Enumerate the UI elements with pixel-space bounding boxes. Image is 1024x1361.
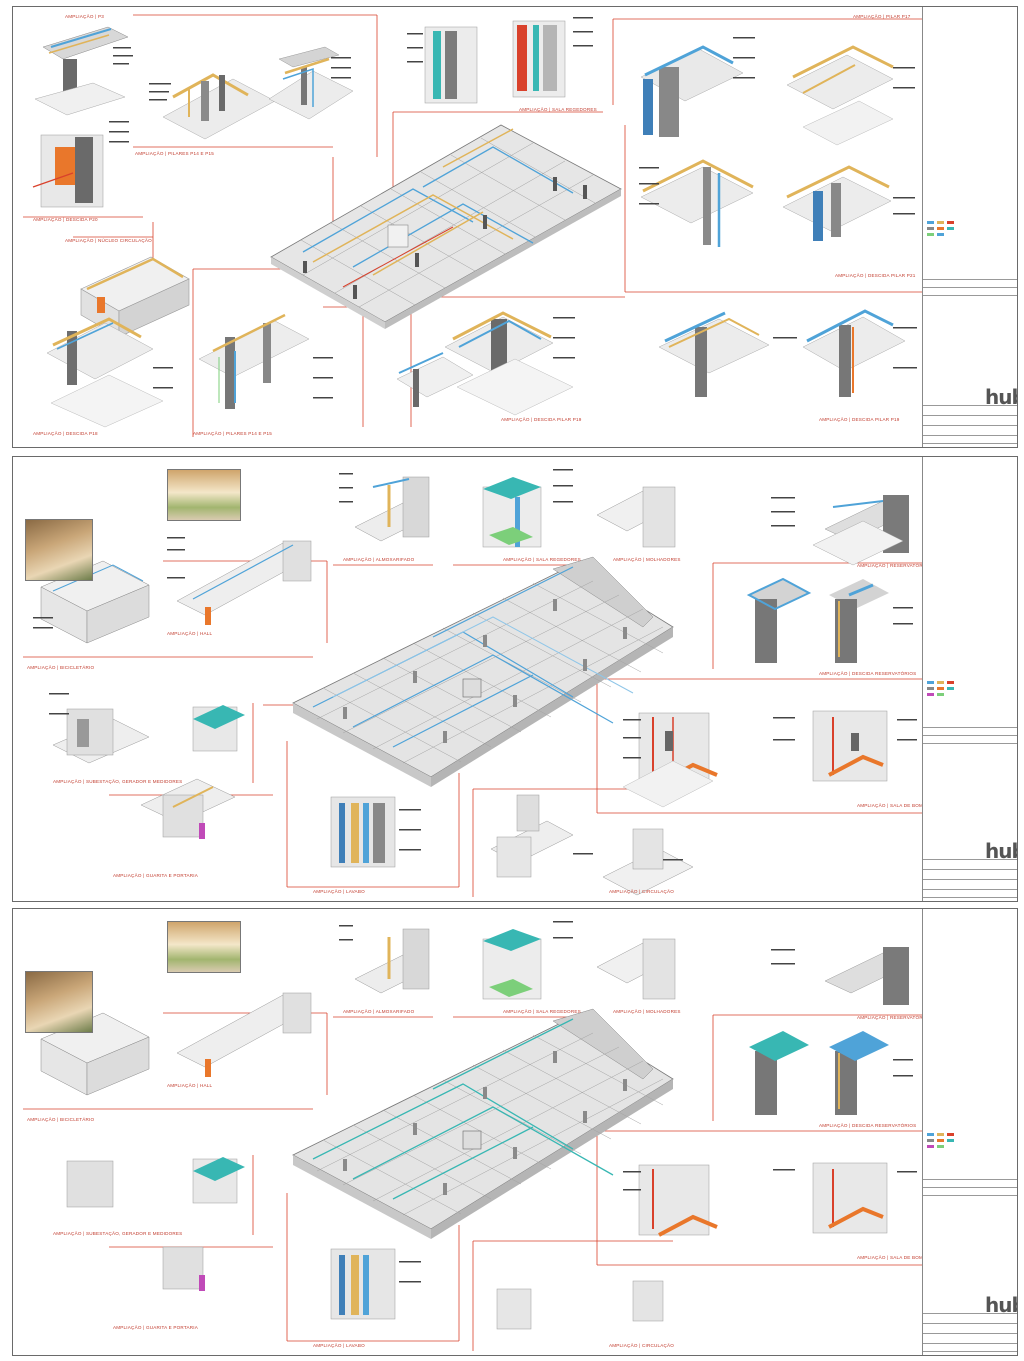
label-1: AMPLIAÇÃO | P3 bbox=[65, 14, 104, 19]
detail-p21 bbox=[640, 159, 892, 247]
sheet-2-drawing bbox=[23, 469, 923, 897]
detail-reservatorios bbox=[812, 495, 910, 566]
label-s3-9: AMPLIAÇÃO | SALA DE BOMBAS bbox=[857, 1255, 933, 1260]
label-s3-6: AMPLIAÇÃO | RESERVATÓRIOS bbox=[857, 1015, 932, 1020]
sheet-1-drawing bbox=[23, 14, 923, 437]
label-s2-12: AMPLIAÇÃO | CIRCULAÇÃO bbox=[609, 889, 675, 894]
label-s2-9: AMPLIAÇÃO | SALA DE BOMBAS bbox=[857, 803, 933, 808]
detail-pilar-p17 bbox=[640, 45, 894, 146]
label-s3-4: AMPLIAÇÃO | SALA REGEDORES bbox=[503, 1009, 581, 1014]
label-s2-10: AMPLIAÇÃO | GUARITA E PORTARIA bbox=[113, 873, 199, 878]
label-s2-7: AMPLIAÇÃO | DESCIDA RESERVATÓRIOS bbox=[819, 671, 917, 676]
label-s2-8: AMPLIAÇÃO | SUBESTAÇÃO, GERADOR E MEDIDO… bbox=[53, 779, 183, 784]
detail-hall bbox=[176, 540, 312, 625]
detail-descida-p18 bbox=[46, 317, 164, 428]
label-s3-2: AMPLIAÇÃO | HALL bbox=[167, 1083, 213, 1088]
title-block-2: hub bbox=[922, 457, 1017, 901]
detail-p3 bbox=[34, 26, 129, 116]
label-4: AMPLIAÇÃO | PILAR P17 bbox=[853, 14, 911, 19]
label-s2-1: AMPLIAÇÃO | BICICLETÁRIO bbox=[27, 665, 95, 670]
drawing-sheet-2: AMPLIAÇÃO | BICICLETÁRIO AMPLIAÇÃO | HAL… bbox=[12, 456, 1018, 902]
label-s2-11: AMPLIAÇÃO | LAVABO bbox=[313, 889, 365, 894]
render-photo-hall bbox=[167, 469, 241, 521]
render-photo-bicicletario bbox=[25, 519, 93, 581]
label-6: AMPLIAÇÃO | NÚCLEO CIRCULAÇÃO bbox=[65, 238, 152, 243]
label-s3-7: AMPLIAÇÃO | DESCIDA RESERVATÓRIOS bbox=[819, 1123, 917, 1128]
title-block-3: hub bbox=[922, 909, 1017, 1355]
detail-p3b bbox=[268, 46, 354, 120]
detail-subestacao bbox=[52, 705, 245, 764]
label-3: AMPLIAÇÃO | SALA REGEDORES bbox=[519, 107, 597, 112]
detail-sala-bombas bbox=[622, 710, 888, 808]
detail-sala-regedores bbox=[424, 20, 566, 104]
label-s2-5: AMPLIAÇÃO | MOLHADORES bbox=[613, 557, 681, 562]
label-2: AMPLIAÇÃO | PILARES P14 E P15 bbox=[135, 151, 214, 156]
legend-3 bbox=[927, 1131, 1013, 1149]
detail-descida-pilar-p21 bbox=[396, 311, 574, 416]
label-s3-11: AMPLIAÇÃO | LAVABO bbox=[313, 1343, 365, 1348]
render-photo-hall bbox=[167, 921, 241, 973]
label-7: AMPLIAÇÃO | DESCIDA PILAR P21 bbox=[835, 273, 916, 278]
label-s2-3: AMPLIAÇÃO | ALMOXARIFADO bbox=[343, 557, 415, 562]
label-9: AMPLIAÇÃO | PILARES P14 E P15 bbox=[193, 431, 272, 436]
label-s3-1: AMPLIAÇÃO | BICICLETÁRIO bbox=[27, 1117, 95, 1122]
render-photo-bicicletario bbox=[25, 971, 93, 1033]
legend-2 bbox=[927, 679, 1013, 697]
label-s3-5: AMPLIAÇÃO | MOLHADORES bbox=[613, 1009, 681, 1014]
detail-descida-p20 bbox=[32, 134, 104, 208]
legend-1 bbox=[927, 219, 1013, 237]
drawing-sheet-3: AMPLIAÇÃO | BICICLETÁRIO AMPLIAÇÃO | HAL… bbox=[12, 908, 1018, 1356]
detail-sala-regedores-2 bbox=[482, 477, 542, 548]
drawing-sheet-1: AMPLIAÇÃO | P3 AMPLIAÇÃO | PILARES P14 E… bbox=[12, 6, 1018, 448]
detail-almoxarifado bbox=[354, 476, 430, 542]
label-s3-10: AMPLIAÇÃO | GUARITA E PORTARIA bbox=[113, 1325, 199, 1330]
label-s3-3: AMPLIAÇÃO | ALMOXARIFADO bbox=[343, 1009, 415, 1014]
label-10: AMPLIAÇÃO | DESCIDA PILAR P19 bbox=[501, 417, 582, 422]
title-block-1: hub bbox=[922, 7, 1017, 447]
label-8: AMPLIAÇÃO | DESCIDA P18 bbox=[33, 431, 98, 436]
detail-circulacao bbox=[490, 794, 694, 896]
label-s3-12: AMPLIAÇÃO | CIRCULAÇÃO bbox=[609, 1343, 675, 1348]
label-s2-4: AMPLIAÇÃO | SALA REGEDORES bbox=[503, 557, 581, 562]
detail-molhadores bbox=[596, 486, 676, 548]
label-s2-6: AMPLIAÇÃO | RESERVATÓRIOS bbox=[857, 563, 932, 568]
detail-descida-reservatorios bbox=[746, 577, 889, 663]
label-s2-2: AMPLIAÇÃO | HALL bbox=[167, 631, 213, 636]
detail-nucleo bbox=[80, 256, 190, 338]
sheet-3-drawing bbox=[23, 921, 923, 1351]
detail-pilares-2 bbox=[198, 313, 310, 409]
label-11: AMPLIAÇÃO | DESCIDA PILAR P19 bbox=[819, 417, 900, 422]
label-s3-8: AMPLIAÇÃO | SUBESTAÇÃO, GERADOR E MEDIDO… bbox=[53, 1231, 183, 1236]
detail-descida-pilar-p19 bbox=[658, 309, 906, 397]
detail-guarita bbox=[140, 778, 236, 839]
detail-bicicletario bbox=[40, 560, 150, 644]
detail-lavabo bbox=[330, 796, 396, 868]
label-5: AMPLIAÇÃO | DESCIDA P20 bbox=[33, 217, 98, 222]
detail-pilares-1 bbox=[162, 73, 276, 140]
